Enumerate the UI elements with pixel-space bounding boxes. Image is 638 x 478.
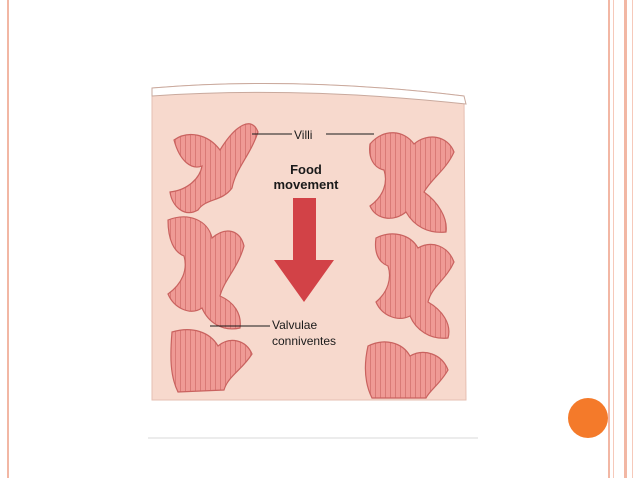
food-movement-arrow [274,198,334,302]
right-villi-fold-upper [369,132,455,233]
intestine-rim [151,83,467,105]
right-border-line-3 [624,0,627,478]
left-border-line [7,0,9,478]
right-villi-fold-middle [374,233,455,339]
left-villi-fold-lower [170,329,253,393]
right-border-line-2 [613,0,614,478]
valvulae-label-line1: Valvulae [272,318,318,332]
intestine-illustration [148,83,478,439]
left-villi-fold-upper [169,123,259,214]
food-movement-label-line2: movement [273,177,339,192]
villi-label: Villi [294,128,313,142]
intestine-diagram: Villi Food movement Valvulae conniventes [148,70,478,442]
food-movement-label-line1: Food [290,162,322,177]
right-border-line-1 [608,0,610,478]
accent-dot [568,398,608,438]
right-border-line-4 [632,0,633,478]
left-villi-fold-middle [167,216,245,330]
valvulae-label-line2: conniventes [272,334,337,348]
right-villi-fold-lower [364,341,449,399]
